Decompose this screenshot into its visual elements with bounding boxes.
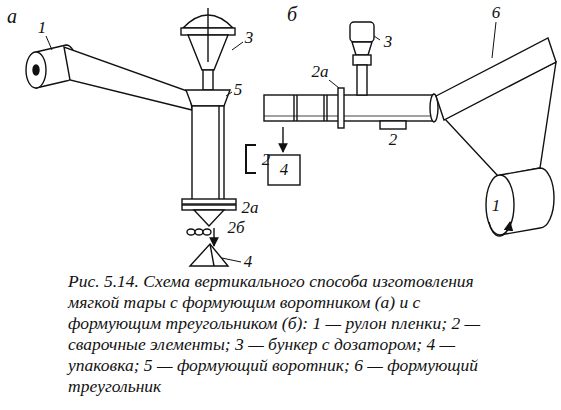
down-arrow [213, 228, 214, 246]
hopper-left [181, 8, 235, 90]
forming-collar [186, 90, 230, 106]
sealing-element [380, 121, 406, 129]
bag-bottom [194, 210, 224, 226]
cutters [187, 229, 211, 235]
pyramid-package [190, 244, 228, 266]
figure-caption: Рис. 5.14. Схема вертикального способа и… [68, 271, 514, 397]
callout-number: 3 [245, 29, 254, 47]
callout-number: 1 [38, 19, 47, 37]
callout-number: 6 [492, 4, 501, 22]
leader-lines-left [46, 36, 243, 262]
callout-number: 2а [242, 199, 259, 217]
film-tube-left [192, 106, 224, 200]
callout-number: 4 [244, 253, 253, 271]
sealing-element [246, 145, 256, 173]
callout-number: 3 [384, 33, 393, 51]
callout-number: 2 [262, 151, 271, 169]
callout-number: 4 [280, 161, 289, 179]
hopper-right [350, 22, 374, 95]
panel-letter: б [287, 5, 297, 23]
leader-lines-right [329, 22, 496, 88]
callout-number: 2б [227, 219, 244, 237]
down-arrow [282, 127, 283, 152]
callout-number: 2 [389, 131, 398, 149]
callout-number: 2а [312, 63, 329, 81]
forming-triangle [436, 38, 556, 120]
film-tube-right [264, 95, 434, 121]
cross-sealing-jaws [338, 88, 344, 128]
film-strip-left [64, 47, 192, 110]
square-package [268, 155, 300, 185]
cross-sealing-jaws [182, 199, 236, 210]
film-roll-right [486, 168, 554, 236]
callout-number: 5 [234, 81, 243, 99]
callout-number: 1 [492, 197, 501, 215]
panel-letter: а [7, 7, 17, 25]
